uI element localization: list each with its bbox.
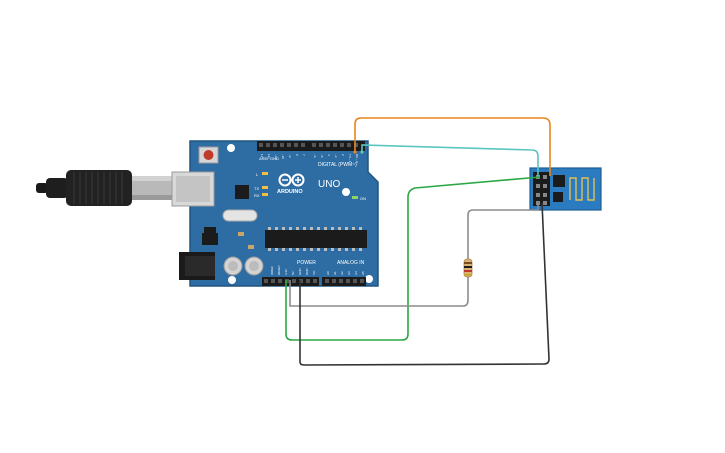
brand-label: ARDUINO <box>277 189 303 195</box>
led-l <box>262 172 268 175</box>
led-rx-label: RX <box>254 193 260 198</box>
digital-pin-label: 2 <box>341 154 345 156</box>
led-l-label: L <box>256 172 259 177</box>
analog-header <box>322 277 366 286</box>
analog-pin-label: A2 <box>340 271 344 275</box>
digital-pin-label: 13 <box>260 154 264 158</box>
arduino-logo-icon <box>278 173 305 187</box>
digital-pin-label: ~6 <box>313 154 317 158</box>
digital-pin-label: 7 <box>302 154 306 156</box>
mount-hole <box>342 188 350 196</box>
mount-hole <box>365 275 373 283</box>
power-header-label: POWER <box>297 260 316 266</box>
esp-chip <box>553 175 565 187</box>
esp-pin-header <box>533 172 550 206</box>
power-pin-label: Vin <box>312 270 316 275</box>
analog-pin-label: A4 <box>354 271 358 275</box>
esp8266-module[interactable] <box>529 167 602 211</box>
analog-pin-label: A1 <box>333 271 337 275</box>
3v3-wire[interactable] <box>285 176 541 341</box>
digital-pin-label: ~5 <box>320 154 324 158</box>
power-pin-label: RESET <box>277 265 281 275</box>
gnd-label: GND <box>270 156 279 161</box>
led-rx <box>262 193 268 196</box>
digital-pin-label: ~3 <box>334 154 338 158</box>
power-pin-label: IOREF <box>270 266 274 275</box>
flash-chip <box>553 192 563 202</box>
aref-label: AREF <box>259 156 270 161</box>
wire-junction <box>360 150 364 154</box>
arduino-board[interactable]: DIGITAL (PWM~) AREF GND L TX RX ON ARDUI… <box>171 140 379 287</box>
voltage-regulator <box>202 233 218 245</box>
atmega-chip <box>265 227 367 251</box>
capacitor <box>223 256 243 276</box>
analog-pin-holes <box>325 279 364 283</box>
usb-cable[interactable] <box>36 170 172 206</box>
tx-wire[interactable] <box>354 117 551 176</box>
led-tx <box>262 186 268 189</box>
led-on <box>352 196 358 199</box>
mount-hole <box>227 144 235 152</box>
digital-pin-label: 4 <box>327 154 331 156</box>
digital-pin-label: 12 <box>267 154 271 158</box>
digital-pin-label: ~10 <box>281 154 285 159</box>
digital-header <box>257 141 365 151</box>
digital-pin-label: ~11 <box>274 154 278 159</box>
digital-pin-holes <box>259 143 358 147</box>
analog-pin-label: A5 <box>361 271 365 275</box>
power-pin-label: GND <box>298 268 302 276</box>
antenna-trace <box>569 177 595 201</box>
resistor-wire[interactable] <box>289 203 539 307</box>
gnd-wire[interactable] <box>299 202 550 366</box>
analog-header-label: ANALOG IN <box>337 260 365 266</box>
led-tx-label: TX <box>254 186 259 191</box>
pull-up-resistor[interactable] <box>463 258 473 278</box>
led-on-label: ON <box>360 196 366 201</box>
power-jack <box>179 252 215 280</box>
rx-wire[interactable] <box>361 144 539 178</box>
usb-controller-chip <box>235 185 249 199</box>
analog-pin-label: A0 <box>326 271 330 275</box>
power-pin-label: 3.3V <box>284 269 288 275</box>
power-pin-label: 5V <box>291 271 295 275</box>
analog-pin-label: A3 <box>347 271 351 275</box>
digital-pin-label: RX←0 <box>355 154 359 163</box>
power-pin-label: GND <box>305 268 309 276</box>
digital-pin-label: 8 <box>295 154 299 156</box>
wire-junction <box>353 150 357 154</box>
digital-pin-label: TX→1 <box>348 154 352 163</box>
mount-hole <box>228 276 236 284</box>
digital-pin-label: ~9 <box>288 154 292 158</box>
power-pin-holes <box>264 279 317 283</box>
crystal <box>222 209 258 222</box>
capacitor <box>244 256 264 276</box>
digital-header-label: DIGITAL (PWM~) <box>318 162 357 168</box>
model-label: UNO <box>318 179 340 190</box>
reset-button[interactable] <box>198 146 219 164</box>
